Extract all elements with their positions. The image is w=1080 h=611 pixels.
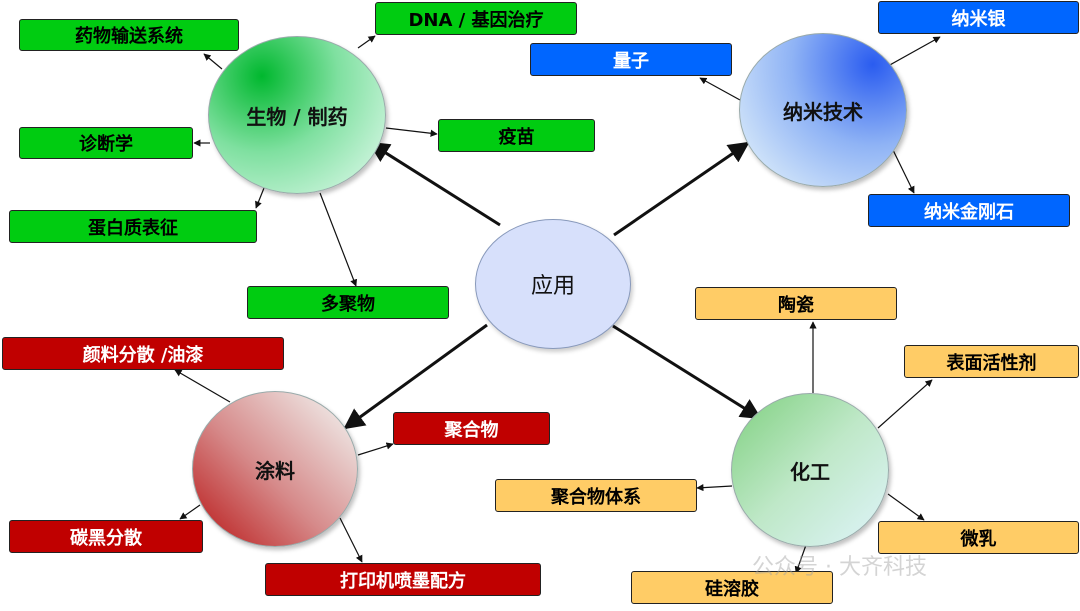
- edge-bio-2: [357, 35, 376, 49]
- node-coat: 涂料: [192, 391, 358, 547]
- edge-coat-4: [339, 517, 363, 563]
- leaf-bio-vaccine: 疫苗: [438, 119, 595, 152]
- leaf-bio-drug-delivery: 药物输送系统: [19, 19, 239, 51]
- center-label: 应用: [530, 274, 575, 299]
- edge-coat-2: [357, 442, 394, 456]
- spoke-coat: [343, 323, 488, 430]
- edge-nano-1: [887, 36, 941, 67]
- node-nano: 纳米技术: [739, 33, 907, 187]
- edge-bio-6: [319, 192, 358, 287]
- spoke-bio: [368, 141, 501, 227]
- leaf-chem-microemulsion: 微乳: [878, 521, 1079, 554]
- leaf-bio-protein: 蛋白质表征: [9, 210, 257, 243]
- node-coat-label: 涂料: [255, 458, 295, 483]
- center-node: 应用: [475, 219, 631, 349]
- edge-bio-4: [385, 127, 438, 137]
- edge-chem-4: [887, 493, 925, 521]
- leaf-bio-diagnostics: 诊断学: [19, 127, 193, 159]
- node-chem-label: 化工: [790, 459, 830, 484]
- edge-bio-1: [203, 53, 223, 70]
- node-bio-label: 生物 / 制药: [246, 104, 348, 129]
- leaf-chem-silica-sol: 硅溶胶: [631, 571, 833, 604]
- edge-coat-1: [174, 369, 231, 403]
- spoke-nano: [613, 141, 750, 237]
- edge-chem-3: [696, 484, 733, 492]
- edge-nano-2: [699, 77, 741, 101]
- leaf-coat-inkjet: 打印机喷墨配方: [265, 563, 541, 596]
- spoke-chem: [612, 324, 762, 420]
- leaf-coat-carbon: 碳黑分散: [9, 520, 203, 553]
- edge-bio-5: [255, 187, 265, 209]
- leaf-chem-ceramic: 陶瓷: [695, 287, 897, 320]
- leaf-bio-dna: DNA / 基因治疗: [375, 2, 577, 35]
- node-bio: 生物 / 制药: [208, 36, 386, 194]
- leaf-chem-surfactant: 表面活性剂: [904, 345, 1079, 378]
- leaf-chem-polymer-system: 聚合物体系: [495, 479, 697, 512]
- edge-chem-2: [877, 379, 933, 429]
- leaf-nano-quantum: 量子: [530, 43, 732, 76]
- node-nano-label: 纳米技术: [783, 99, 863, 124]
- watermark: 公众号 · 大齐科技: [752, 555, 927, 580]
- node-chem: 化工: [731, 393, 889, 547]
- edge-chem-5: [794, 544, 807, 574]
- leaf-nano-silver: 纳米银: [878, 1, 1079, 34]
- leaf-bio-polymer: 多聚物: [247, 286, 449, 319]
- edge-coat-3: [179, 504, 201, 520]
- leaf-coat-pigment: 颜料分散 /油漆: [2, 337, 284, 370]
- leaf-nano-diamond: 纳米金刚石: [868, 194, 1070, 227]
- leaf-coat-polymer: 聚合物: [393, 412, 550, 445]
- edge-nano-3: [892, 149, 915, 194]
